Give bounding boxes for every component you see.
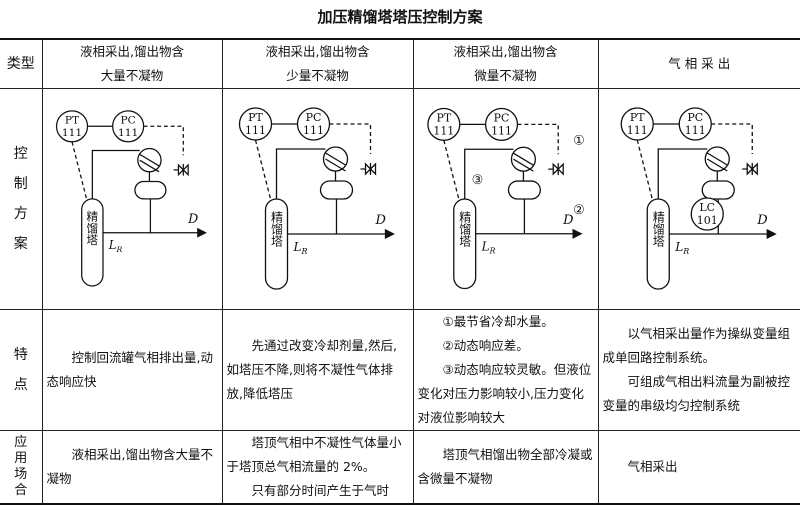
svg-text:111: 111	[491, 124, 512, 137]
svg-text:111: 111	[245, 124, 266, 137]
reflux-label: LR	[674, 240, 689, 256]
text-line: 先通过改变冷却剂量,然后,如塔压不降,则将不凝性气体排放,降低塔压	[227, 334, 409, 406]
reflux-label: LR	[480, 240, 495, 256]
svg-text:D: D	[187, 211, 198, 226]
text-line: 以气相采出量作为操纵变量组成单回路控制系统。	[603, 322, 797, 370]
svg-text:精馏塔: 精馏塔	[85, 210, 99, 245]
application-cell-1: 液相采出,馏出物含大量不凝物	[42, 431, 222, 505]
type-cell-1: 液相采出,馏出物含大量不凝物	[42, 39, 222, 89]
features-cell-3: ①最节省冷却水量。②动态响应差。③动态响应较灵敏。但液位变化对压力影响较小,压力…	[413, 310, 598, 431]
svg-text:111: 111	[303, 124, 324, 137]
svg-text:PC: PC	[120, 113, 135, 126]
svg-text:③: ③	[471, 173, 483, 188]
svg-text:111: 111	[684, 124, 705, 137]
type-cell-4: 气 相 采 出	[598, 39, 800, 89]
svg-text:111: 111	[433, 124, 454, 137]
svg-text:LC: LC	[699, 201, 715, 214]
svg-text:PC: PC	[305, 111, 321, 124]
row-label-type: 类型	[0, 39, 42, 89]
svg-text:PC: PC	[493, 111, 509, 124]
text-line: 微量不凝物	[418, 64, 594, 88]
text-line: 气 相 采 出	[603, 52, 797, 76]
text-line: ③动态响应较灵敏。但液位变化对压力影响较小,压力变化对液位影响较大	[418, 358, 594, 430]
type-cell-2: 液相采出,馏出物含少量不凝物	[222, 39, 413, 89]
svg-text:D: D	[374, 213, 386, 228]
svg-text:111: 111	[61, 126, 81, 139]
text-line: 控制回流罐气相排出量,动态响应快	[47, 346, 218, 394]
text-line: 可组成气相出料流量为副被控变量的串级均匀控制系统	[603, 370, 797, 418]
text-line: 气相采出	[603, 455, 797, 479]
text-line: 大量不凝物	[47, 64, 218, 88]
page-title: 加压精馏塔塔压控制方案	[0, 6, 800, 27]
svg-text:②: ②	[573, 203, 585, 218]
svg-text:精馏塔: 精馏塔	[457, 211, 471, 247]
row-label-scheme: 控制方案	[0, 89, 42, 310]
type-cell-3: 液相采出,馏出物含微量不凝物	[413, 39, 598, 89]
reflux-drum	[702, 181, 734, 199]
text-line: 控制方案	[14, 139, 28, 259]
svg-text:PT: PT	[248, 111, 263, 124]
svg-text:精馏塔: 精馏塔	[269, 211, 283, 248]
features-cell-2: 先通过改变冷却剂量,然后,如塔压不降,则将不凝性气体排放,降低塔压	[222, 310, 413, 431]
reflux-label: LR	[292, 240, 307, 256]
text-line: ①最节省冷却水量。	[418, 310, 594, 334]
svg-text:①: ①	[573, 133, 585, 148]
svg-text:101: 101	[696, 214, 717, 227]
application-cell-4: 气相采出	[598, 431, 800, 505]
svg-text:精馏塔: 精馏塔	[651, 211, 665, 248]
svg-text:PT: PT	[436, 111, 451, 124]
text-line: 塔顶气相中不凝性气体量小于塔顶总气相流量的 2%。	[227, 431, 409, 479]
text-line: 少量不凝物	[227, 64, 409, 88]
text-line: 只有部分时间产生于气时	[227, 479, 409, 503]
application-cell-3: 塔顶气相馏出物全部冷凝或含微量不凝物	[413, 431, 598, 505]
reflux-drum	[508, 181, 540, 199]
text-line: 塔顶气相馏出物全部冷凝或含微量不凝物	[418, 443, 594, 491]
svg-text:PT: PT	[629, 111, 644, 124]
svg-text:111: 111	[626, 124, 647, 137]
features-cell-4: 以气相采出量作为操纵变量组成单回路控制系统。可组成气相出料流量为副被控变量的串级…	[598, 310, 800, 431]
text-line: 液相采出,馏出物含	[227, 40, 409, 64]
application-cell-2: 塔顶气相中不凝性气体量小于塔顶总气相流量的 2%。只有部分时间产生于气时	[222, 431, 413, 505]
row-label-application: 应用场合	[0, 431, 42, 505]
svg-text:D: D	[756, 213, 768, 228]
reflux-label: LR	[107, 238, 122, 254]
control-scheme-table: 类型 液相采出,馏出物含大量不凝物 液相采出,馏出物含少量不凝物 液相采出,馏出…	[0, 38, 800, 505]
text-line: 液相采出,馏出物含大量不凝物	[47, 443, 218, 491]
text-line: 液相采出,馏出物含	[418, 40, 594, 64]
text-line: 液相采出,馏出物含	[47, 40, 218, 64]
row-label-features: 特点	[0, 310, 42, 431]
reflux-drum	[134, 181, 165, 198]
text-line: ②动态响应差。	[418, 334, 594, 358]
svg-text:PC: PC	[687, 111, 703, 124]
reflux-drum	[320, 181, 352, 199]
text-line: 应用场合	[14, 435, 27, 499]
text-line: 特点	[14, 340, 28, 400]
svg-text:111: 111	[118, 126, 138, 139]
features-cell-1: 控制回流罐气相排出量,动态响应快	[42, 310, 222, 431]
svg-text:PT: PT	[64, 113, 78, 126]
